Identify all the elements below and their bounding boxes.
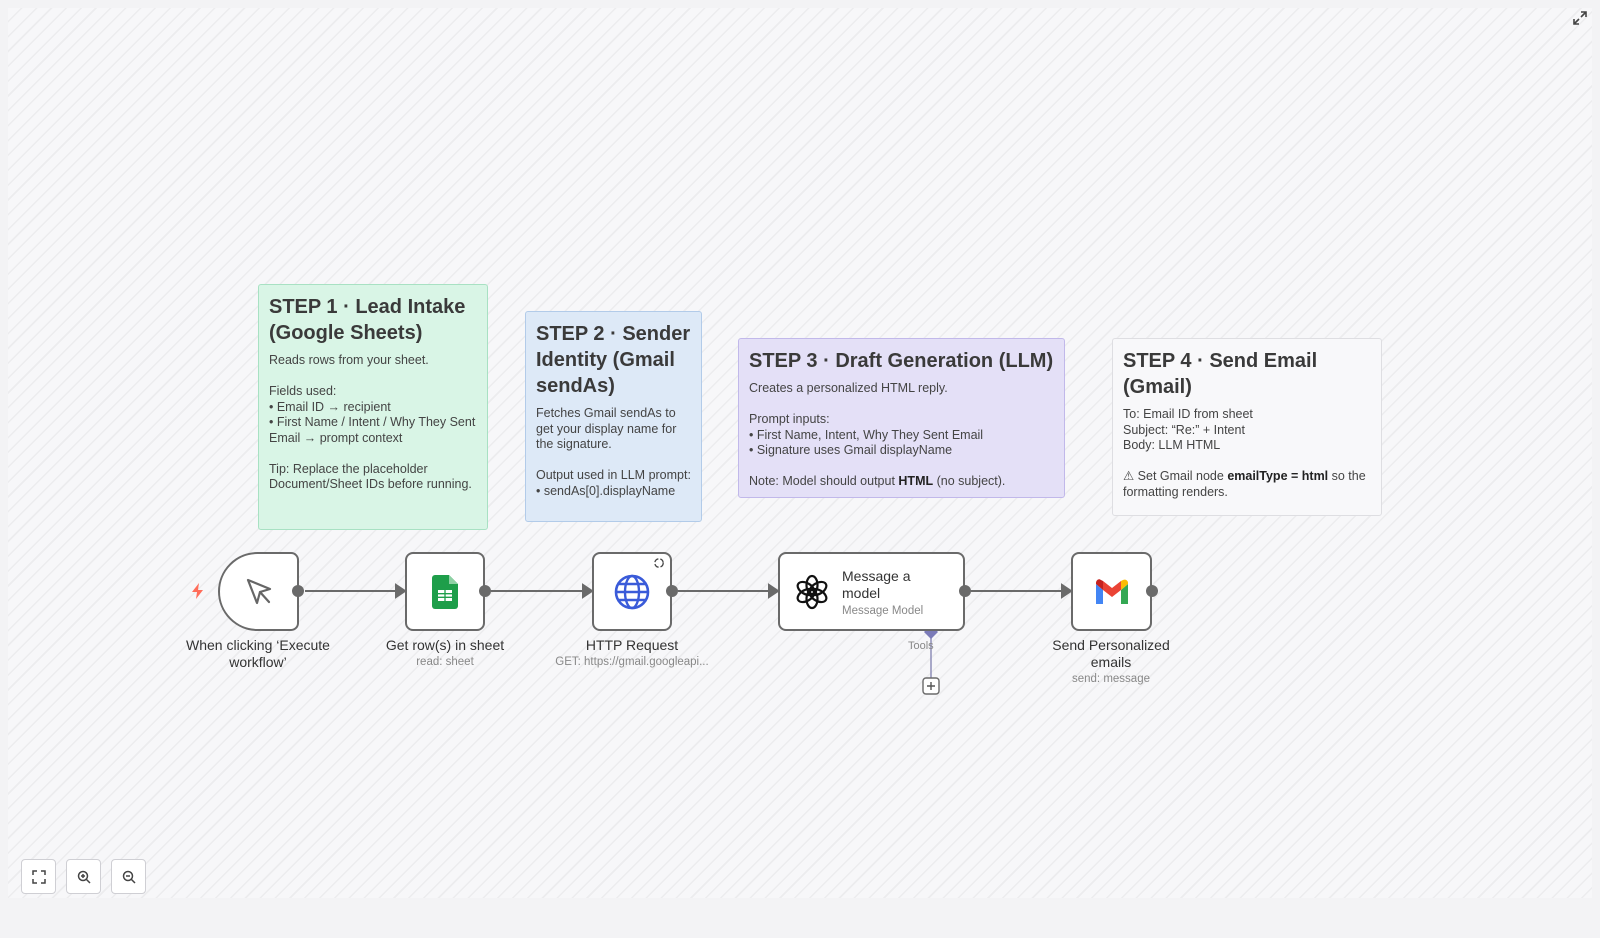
output-port[interactable] [1146,585,1158,597]
sticky-note-step2[interactable]: STEP 2 · Sender Identity (Gmail sendAs) … [525,311,702,522]
node-sublabel-gmail: send: message [1072,673,1150,685]
sticky-title: STEP 2 · Sender Identity (Gmail sendAs) [536,323,691,397]
node-label-gmail: Send Personalized emails [1052,637,1170,670]
node-manual-trigger[interactable] [218,552,299,631]
plus-icon [927,682,935,690]
output-port[interactable] [666,585,678,597]
connection-arrow [768,583,780,599]
google-sheets-icon [432,574,458,609]
connection-arrow [395,583,407,599]
openai-icon [796,574,828,609]
sticky-body: Creates a personalized HTML reply. Promp… [749,381,1006,488]
connection-arrow [1061,583,1073,599]
connection-arrow [582,583,594,599]
sticky-body: Fetches Gmail sendAs to get your display… [536,406,691,498]
zoom-out-icon [122,870,136,884]
tools-label: Tools [908,640,934,652]
zoom-out-button[interactable] [111,859,146,894]
fit-view-icon [31,869,46,884]
node-label-trigger: When clicking ‘Execute workflow’ [186,637,330,670]
sticky-title: STEP 1 · Lead Intake (Google Sheets) [269,296,466,344]
sticky-note-step3[interactable]: STEP 3 · Draft Generation (LLM) Creates … [738,338,1065,498]
refresh-icon[interactable] [653,557,665,569]
node-title: Message a model [842,568,911,601]
sticky-title: STEP 4 · Send Email (Gmail) [1123,350,1318,398]
trigger-bolt-icon [192,583,203,599]
node-label-sheet: Get row(s) in sheet [385,637,505,653]
node-label-http: HTTP Request [585,637,679,653]
node-get-rows-sheet[interactable] [405,552,485,631]
sticky-body: To: Email ID from sheet Subject: “Re:” +… [1123,407,1366,499]
output-port[interactable] [479,585,491,597]
node-sublabel-http: GET: https://gmail.googleapi... [555,656,709,668]
fullscreen-expand-icon[interactable] [1573,11,1587,25]
zoom-in-icon [77,870,91,884]
cursor-icon [246,578,271,604]
zoom-in-button[interactable] [66,859,101,894]
gmail-icon [1095,578,1128,604]
sticky-body: Reads rows from your sheet. Fields used:… [269,353,476,491]
sticky-title: STEP 3 · Draft Generation (LLM) [749,350,1054,372]
node-message-model[interactable]: Message a model Message Model [778,552,965,631]
globe-icon [614,574,650,609]
fit-view-button[interactable] [21,859,56,894]
node-subtitle: Message Model [842,605,924,617]
sticky-note-step1[interactable]: STEP 1 · Lead Intake (Google Sheets) Rea… [258,284,488,530]
sticky-note-step4[interactable]: STEP 4 · Send Email (Gmail) To: Email ID… [1112,338,1382,516]
output-port[interactable] [292,585,304,597]
output-port[interactable] [959,585,971,597]
node-send-gmail[interactable] [1071,552,1152,631]
node-sublabel-sheet: read: sheet [416,656,474,668]
